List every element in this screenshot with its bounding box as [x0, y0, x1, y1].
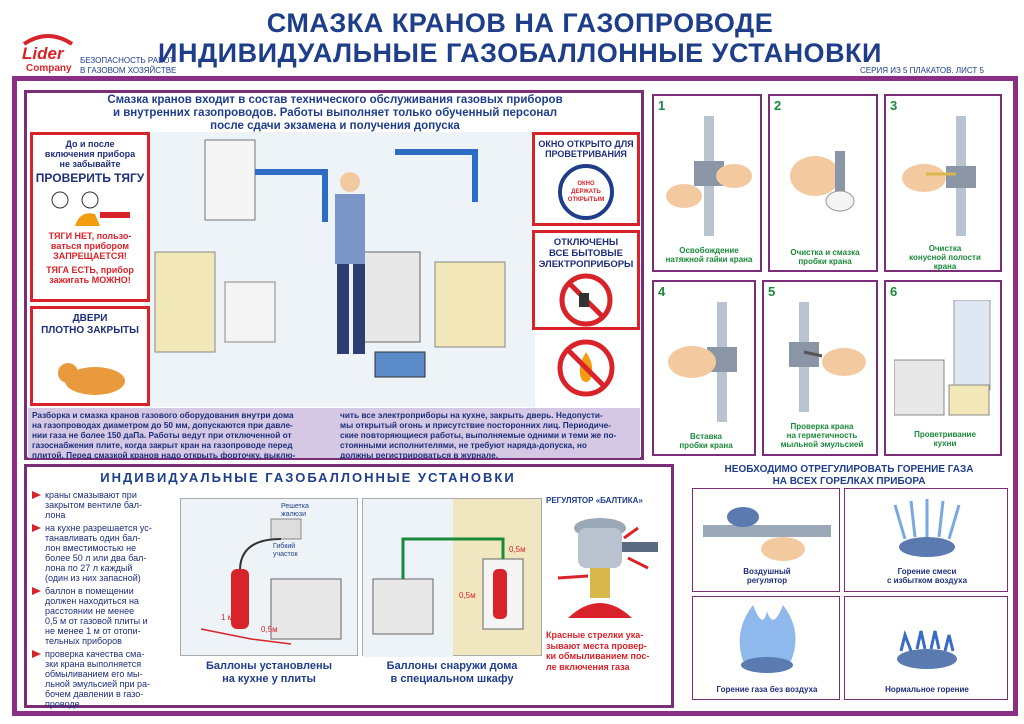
poster-frame: [12, 76, 1018, 716]
cleaning-plug-icon: [790, 151, 855, 212]
burner-card: Воздушный регулятор: [692, 488, 840, 592]
steps-grid: 1 Освобождение натяжной гайки крана 2 Оч…: [650, 94, 1018, 458]
description-col1: Разборка и смазка кранов газового оборуд…: [32, 410, 296, 460]
burners-heading: НЕОБХОДИМО ОТРЕГУЛИРОВАТЬ ГОРЕНИЕ ГАЗА Н…: [724, 464, 974, 487]
soap-test-icon: [789, 302, 866, 412]
excess-air-flame-icon: [893, 499, 961, 557]
bullet-item: проверка качества сма- зки крана выполня…: [32, 649, 182, 709]
window-sign-icon: ОКНО ДЕРЖАТЬ ОТКРЫТЫМ: [558, 164, 614, 220]
bullet-item: на кухне разрешается ус- танавливать оди…: [32, 523, 182, 583]
logo-line2: Company: [26, 63, 72, 74]
cat-icon: [58, 363, 125, 395]
logo: Lider Company: [18, 30, 78, 78]
normal-flame-icon: [897, 629, 957, 669]
ventilation-icon: [894, 300, 991, 416]
no-plug-icon: [559, 273, 613, 327]
step-card: 4 Вставка пробки крана: [652, 280, 756, 456]
page-title-line1: СМАЗКА КРАНОВ НА ГАЗОПРОВОДЕ: [266, 8, 774, 38]
cylinders-bullets: краны смазывают при закрытом вентиле бал…: [32, 490, 182, 712]
insert-plug-icon: [668, 302, 737, 422]
step-card: 6 Проветривание кухни: [884, 280, 1002, 456]
header-subtitle: БЕЗОПАСНОСТЬ РАБОТ В ГАЗОВОМ ХОЗЯЙСТВЕ: [80, 56, 177, 75]
description-block: Разборка и смазка кранов газового оборуд…: [28, 408, 640, 460]
regulator-note: Красные стрелки ука- зывают места провер…: [546, 630, 650, 672]
outside-cabinet-caption: Баллоны снаружи дома в специальном шкафу: [386, 660, 518, 685]
pipe-wrench-icon: [666, 116, 752, 236]
kitchen-illustration: [145, 132, 535, 407]
step-card: 2 Очистка и смазка пробки крана: [768, 94, 878, 272]
check-draft-box: До и после включения прибора не забывайт…: [30, 132, 150, 302]
description-col2: чить все электроприборы на кухне, закрыт…: [340, 410, 617, 460]
no-air-flame-icon: [739, 605, 796, 673]
distance-05m-side: 0,5м: [459, 591, 476, 600]
appliances-off-box: ОТКЛЮЧЕНЫ ВСЕ БЫТОВЫЕ ЭЛЕКТРОПРИБОРЫ: [532, 230, 640, 330]
cleaning-cone-icon: [902, 116, 976, 236]
check-draft-heading: ПРОВЕРИТЬ ТЯГУ: [35, 171, 145, 185]
cylinders-heading: ИНДИВИДУАЛЬНЫЕ ГАЗОБАЛЛОННЫЕ УСТАНОВКИ: [100, 470, 516, 485]
step-card: 3 Очистка конусной полости крана: [884, 94, 1002, 272]
page-title-line2: ИНДИВИДУАЛЬНЫЕ ГАЗОБАЛЛОННЫЕ УСТАНОВКИ: [158, 38, 882, 68]
outside-cabinet-illustration: 0,5м 0,5м: [362, 498, 542, 657]
hose-label: Гибкий участок: [273, 543, 298, 558]
step-card: 5 Проверка крана на герметичность мыльно…: [762, 280, 878, 456]
bullet-item: краны смазывают при закрытом вентиле бал…: [32, 490, 182, 520]
burner-card: Горение смеси с избытком воздуха: [844, 488, 1008, 592]
bullet-item: баллон в помещении должен находиться на …: [32, 586, 182, 646]
logo-swoosh-icon: [22, 34, 74, 46]
distance-05m: 0,5м: [261, 625, 278, 634]
kitchen-cylinder-illustration: Решетка жалюзи Гибкий участок 1 м 0,5м: [180, 498, 358, 656]
grate-label: Решетка жалюзи: [281, 503, 309, 518]
draft-faces-icon: [40, 188, 140, 228]
kitchen-cylinder-caption: Баллоны установлены на кухне у плиты: [205, 660, 333, 685]
logo-line1: Lider: [22, 44, 64, 63]
window-open-box: ОКНО ОТКРЫТО ДЛЯ ПРОВЕТРИВАНИЯ ОКНО ДЕРЖ…: [532, 132, 640, 226]
air-regulator-icon: [703, 507, 831, 561]
distance-1m: 1 м: [221, 613, 234, 622]
step-card: 1 Освобождение натяжной гайки крана: [652, 94, 762, 272]
regulator-illustration: [548, 508, 668, 628]
distance-05m-top: 0,5м: [509, 545, 526, 554]
regulator-title: РЕГУЛЯТОР «БАЛТИКА»: [546, 496, 643, 505]
burner-card: Горение газа без воздуха: [692, 596, 840, 700]
series-label: СЕРИЯ ИЗ 5 ПЛАКАТОВ. ЛИСТ 5: [860, 66, 984, 75]
burner-card: Нормальное горение: [844, 596, 1008, 700]
doors-closed-box: ДВЕРИ ПЛОТНО ЗАКРЫТЫ: [30, 306, 150, 406]
no-open-fire-icon: [556, 338, 616, 398]
intro-text: Смазка кранов входит в состав техническо…: [107, 94, 563, 132]
